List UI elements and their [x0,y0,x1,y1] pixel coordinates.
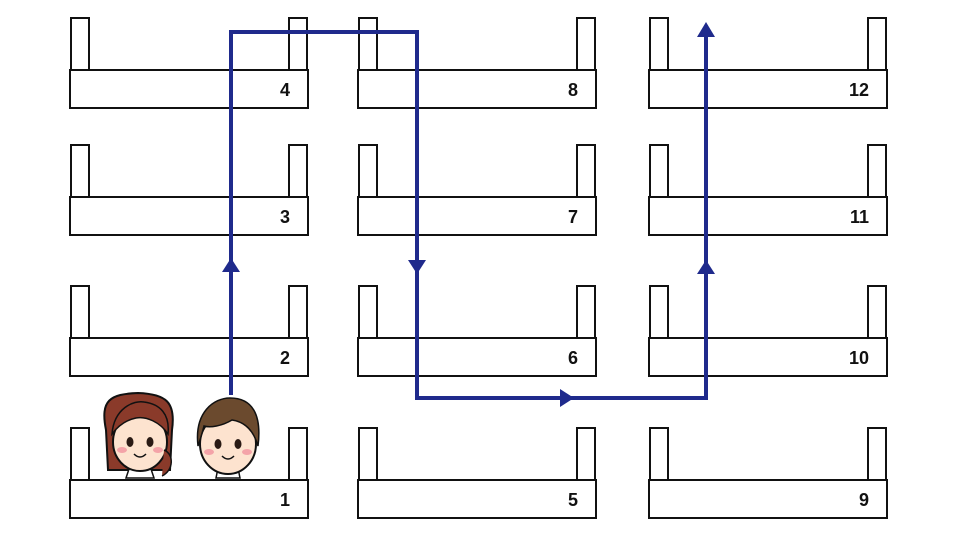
desk-bar [648,337,888,377]
desk-number: 3 [280,207,290,227]
desk-post-right [288,17,308,71]
route-arrow-right [560,389,574,407]
desk-post-right [576,17,596,71]
desk-number: 6 [568,348,578,368]
desk-bar [648,479,888,519]
desk-number: 5 [568,490,578,510]
desk-post-right [288,285,308,339]
desk-bar [357,337,597,377]
desk-unit-2: 2 [69,285,309,377]
desk-number: 7 [568,207,578,227]
desk-post-left [358,144,378,198]
desk-post-left [649,144,669,198]
desk-bar [357,479,597,519]
desk-number: 9 [859,490,869,510]
desk-post-right [867,17,887,71]
desk-post-left [649,427,669,481]
desk-number: 2 [280,348,290,368]
boy-character [196,397,260,479]
desk-number: 12 [849,80,869,100]
route-arrow-up-end [697,22,715,37]
desk-bar [69,69,309,109]
route-arrow-down [408,260,426,274]
desk-unit-12: 12 [648,17,888,109]
desk-post-left [358,17,378,71]
route-arrow-up-2 [697,260,715,274]
desk-unit-11: 11 [648,144,888,236]
desk-post-right [867,427,887,481]
desk-unit-1: 1 [69,427,309,519]
desk-bar [648,69,888,109]
desk-post-left [358,285,378,339]
route [222,22,715,407]
desk-post-left [70,144,90,198]
route-line [229,30,708,400]
desk-number: 1 [280,490,290,510]
desk-post-right [576,285,596,339]
desk-unit-9: 9 [648,427,888,519]
desk-post-right [576,427,596,481]
desk-number: 4 [280,80,290,100]
desk-post-left [70,427,90,481]
desk-bar [69,196,309,236]
desk-post-right [576,144,596,198]
desk-post-left [358,427,378,481]
desk-unit-4: 4 [69,17,309,109]
desk-unit-3: 3 [69,144,309,236]
desk-post-left [70,285,90,339]
desk-post-right [288,427,308,481]
desk-unit-10: 10 [648,285,888,377]
desk-bar [69,337,309,377]
desk-unit-5: 5 [357,427,597,519]
desk-bar [69,479,309,519]
route-arrow-up-1 [222,258,240,272]
desk-number: 10 [849,348,869,368]
desk-unit-6: 6 [357,285,597,377]
desk-bar [648,196,888,236]
desk-post-right [867,285,887,339]
desk-post-right [867,144,887,198]
desk-bar [357,69,597,109]
desk-unit-7: 7 [357,144,597,236]
desk-number: 11 [850,207,869,227]
desk-post-right [288,144,308,198]
desk-post-left [649,285,669,339]
desk-number: 8 [568,80,578,100]
desk-post-left [70,17,90,71]
desk-bar [357,196,597,236]
desk-post-left [649,17,669,71]
girl-character [103,391,174,479]
